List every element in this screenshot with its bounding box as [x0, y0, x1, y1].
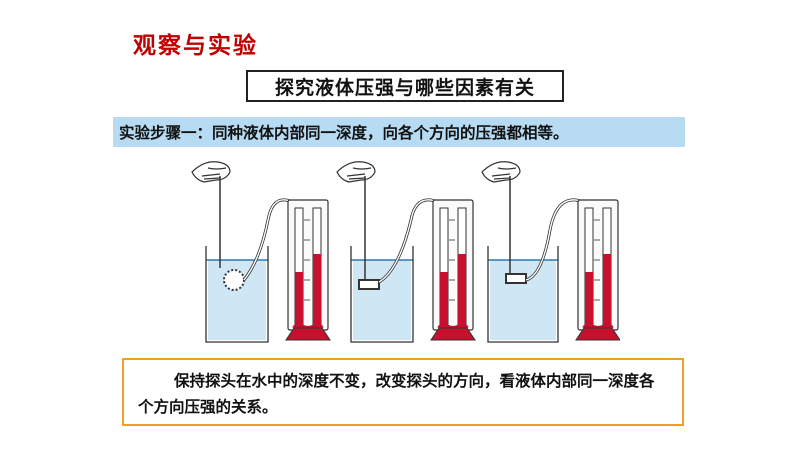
probe — [505, 273, 527, 284]
hand-icon — [481, 161, 521, 183]
beaker — [350, 246, 414, 343]
setup-3 — [481, 161, 620, 343]
hand-icon — [191, 161, 231, 183]
manometer — [285, 199, 331, 341]
setup-2 — [336, 161, 476, 343]
setup-1 — [191, 161, 331, 343]
topic-box: 探究液体压强与哪些因素有关 — [246, 70, 564, 102]
hand-icon — [336, 161, 376, 183]
note-text: 保持探头在水中的深度不变，改变探头的方向，看液体内部同一深度各个方向压强的关系。 — [138, 372, 655, 416]
probe — [223, 269, 245, 291]
section-title: 观察与实验 — [133, 33, 258, 59]
apparatus-illustration — [191, 161, 620, 343]
note-box: 保持探头在水中的深度不变，改变探头的方向，看液体内部同一深度各个方向压强的关系。 — [122, 358, 684, 426]
probe — [358, 279, 380, 290]
beaker — [205, 246, 269, 343]
topic-text: 探究液体压强与哪些因素有关 — [274, 76, 535, 99]
step-banner: 实验步骤一：同种液体内部同一深度，向各个方向的压强都相等。 — [113, 117, 685, 147]
manometer — [575, 199, 620, 341]
beaker — [487, 246, 559, 343]
step-text: 实验步骤一：同种液体内部同一深度，向各个方向的压强都相等。 — [119, 124, 569, 142]
manometer — [430, 199, 476, 341]
